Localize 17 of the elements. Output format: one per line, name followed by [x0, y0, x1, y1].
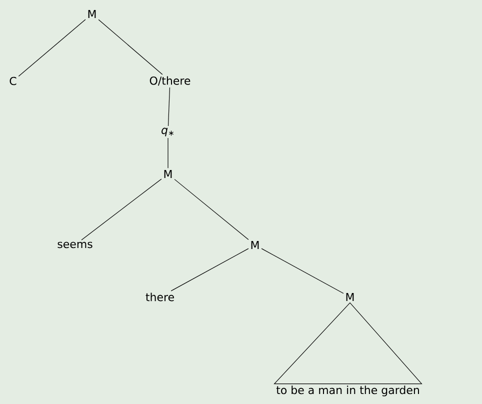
tree-branch: [168, 87, 170, 126]
tree-branch: [18, 19, 86, 76]
sentence-text: to be a man in the garden: [276, 386, 419, 396]
tree-label: M: [251, 240, 259, 249]
tree-branch: [170, 248, 249, 292]
tree-label: q$_{∗}$: [162, 128, 174, 136]
tree-label: C: [10, 76, 16, 86]
tree-branch: [81, 178, 162, 240]
tree-label: seems: [58, 242, 92, 248]
tree-label: M: [346, 292, 354, 301]
tree-label: M: [88, 10, 96, 18]
tree-branch: [174, 179, 249, 240]
tree-label: there: [146, 292, 174, 302]
tree-branch: [98, 19, 163, 75]
tree-label: M: [164, 170, 172, 178]
tree-branch: [261, 248, 344, 294]
tree-label: O/there: [150, 76, 190, 86]
